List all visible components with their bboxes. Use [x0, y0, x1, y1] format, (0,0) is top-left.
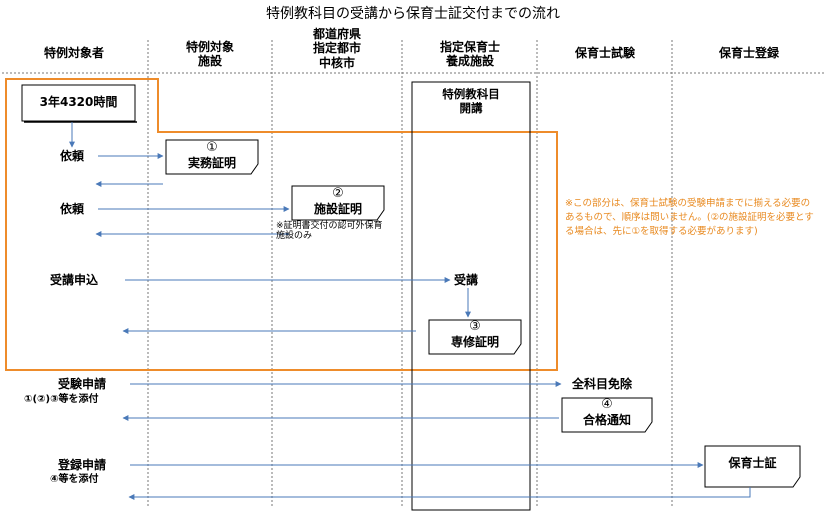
arrow-certificate-return	[128, 487, 751, 500]
column-header-facility: 特例対象 施設	[185, 40, 234, 69]
label-request-1: 依頼	[60, 149, 85, 163]
doc-shape-4	[561, 397, 653, 433]
required-docs-region	[5, 78, 558, 371]
label-attach-register: ④等を添付	[50, 474, 99, 485]
label-apply-course: 受講申込	[50, 273, 99, 287]
label-cert-note: ※証明書交付の認可外保育 施設のみ	[276, 221, 383, 241]
doc-label-3: 専修証明	[450, 335, 499, 350]
hours-box	[21, 84, 136, 122]
label-request-2: 依頼	[60, 202, 85, 216]
doc-facility-certificate: ② 施設証明	[292, 186, 384, 217]
note-text: ※この部分は、保育士試験の受験申請までに揃える必要のあるもので、順序は問いません…	[565, 198, 814, 237]
training-box-label: 特例教科目 開講	[442, 87, 500, 115]
diagram-title: 特例教科目の受講から保育士証交付までの流れ	[266, 6, 560, 22]
column-header-registration: 保育士登録	[718, 46, 779, 60]
label-attend: 受講	[454, 273, 479, 287]
doc-shape-1	[165, 139, 259, 175]
doc-shape-5	[704, 445, 801, 488]
hours-box-label: 3年4320時間	[39, 95, 118, 109]
doc-number-1: ①	[206, 140, 218, 155]
column-header-applicant: 特例対象者	[43, 46, 104, 60]
label-apply-register: 登録申請	[58, 458, 107, 472]
label-attach-exam: ①(②)③等を添付	[24, 394, 99, 405]
column-header-exam: 保育士試験	[574, 46, 635, 60]
doc-number-4: ④	[601, 397, 613, 412]
column-header-prefecture: 都道府県 指定都市 中核市	[312, 27, 361, 70]
doc-label-2: 施設証明	[313, 202, 362, 217]
doc-shape-3	[428, 319, 522, 355]
doc-shape-2	[291, 185, 385, 221]
doc-number-2: ②	[332, 186, 344, 201]
training-box	[411, 81, 531, 511]
doc-pass-notice: ④ 合格通知	[562, 397, 652, 428]
label-exempt: 全科目免除	[572, 377, 633, 391]
doc-label-4: 合格通知	[582, 413, 631, 428]
doc-work-certificate: ① 実務証明	[166, 140, 258, 171]
doc-number-3: ③	[469, 319, 481, 334]
label-apply-exam: 受験申請	[58, 377, 107, 391]
doc-label-1: 実務証明	[187, 156, 236, 171]
doc-nursery-certificate: 保育士証	[728, 456, 777, 470]
doc-course-certificate: ③ 専修証明	[429, 319, 521, 350]
column-header-school: 指定保育士 養成施設	[439, 40, 500, 69]
